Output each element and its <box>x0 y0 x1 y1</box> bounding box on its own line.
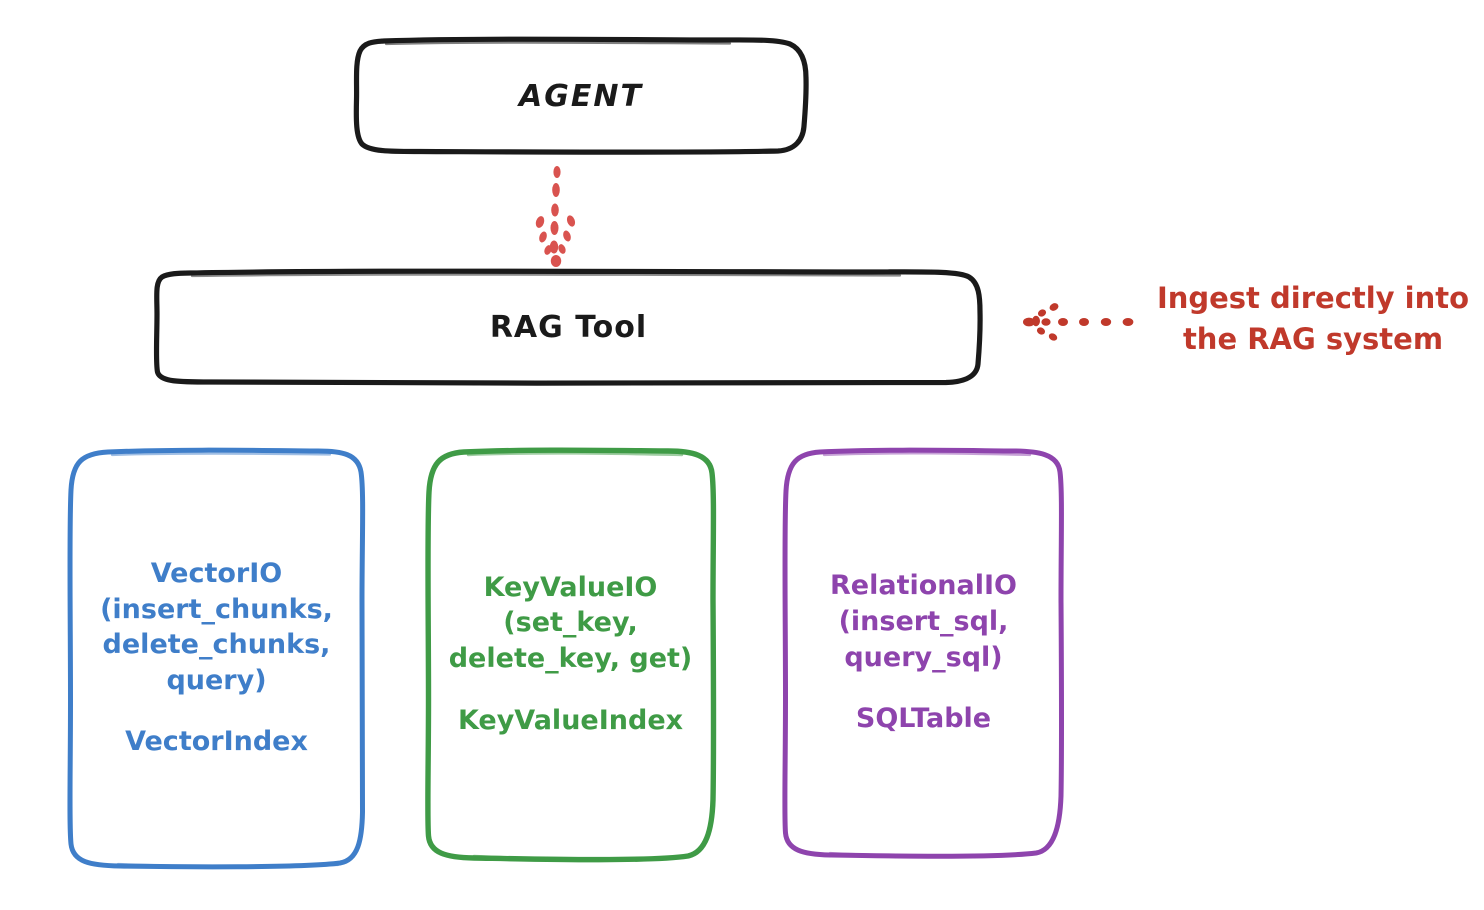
relational-io-line-1: RelationalIO <box>830 570 1017 602</box>
key-value-io-line-3: delete_key, get) <box>448 643 693 674</box>
sql-table-label: SQLTable <box>855 703 992 735</box>
agent-node[interactable]: AGENT <box>356 40 806 152</box>
ingest-dotted-arrow <box>1023 303 1134 341</box>
ingest-annotation-text: Ingest directly into the RAG system <box>1156 281 1470 357</box>
agent-to-rag-dotted-arrow <box>535 166 576 267</box>
rag-tool-label: RAG Tool <box>489 309 648 345</box>
relational-io-line-2: (insert_sql, <box>838 605 1009 637</box>
key-value-io-line-1: KeyValueIO <box>483 571 658 603</box>
vector-io-line-1: VectorIO <box>150 557 283 589</box>
key-value-index-label: KeyValueIndex <box>457 704 684 736</box>
vector-index-label: VectorIndex <box>125 726 308 758</box>
vector-io-line-2: (insert_chunks, <box>100 593 333 625</box>
key-value-io-line-2: (set_key, <box>503 607 638 639</box>
relational-io-line-3: query_sql) <box>844 641 1003 673</box>
vector-io-line-3: delete_chunks, <box>102 629 331 661</box>
rag-tool-node[interactable]: RAG Tool <box>157 272 980 382</box>
vector-io-node[interactable]: VectorIO (insert_chunks, delete_chunks, … <box>70 450 363 866</box>
vector-io-line-4: query) <box>166 664 267 696</box>
relational-io-node[interactable]: RelationalIO (insert_sql, query_sql) SQL… <box>785 450 1062 855</box>
agent-label: AGENT <box>519 78 643 114</box>
key-value-io-node[interactable]: KeyValueIO (set_key, delete_key, get) Ke… <box>428 450 713 858</box>
